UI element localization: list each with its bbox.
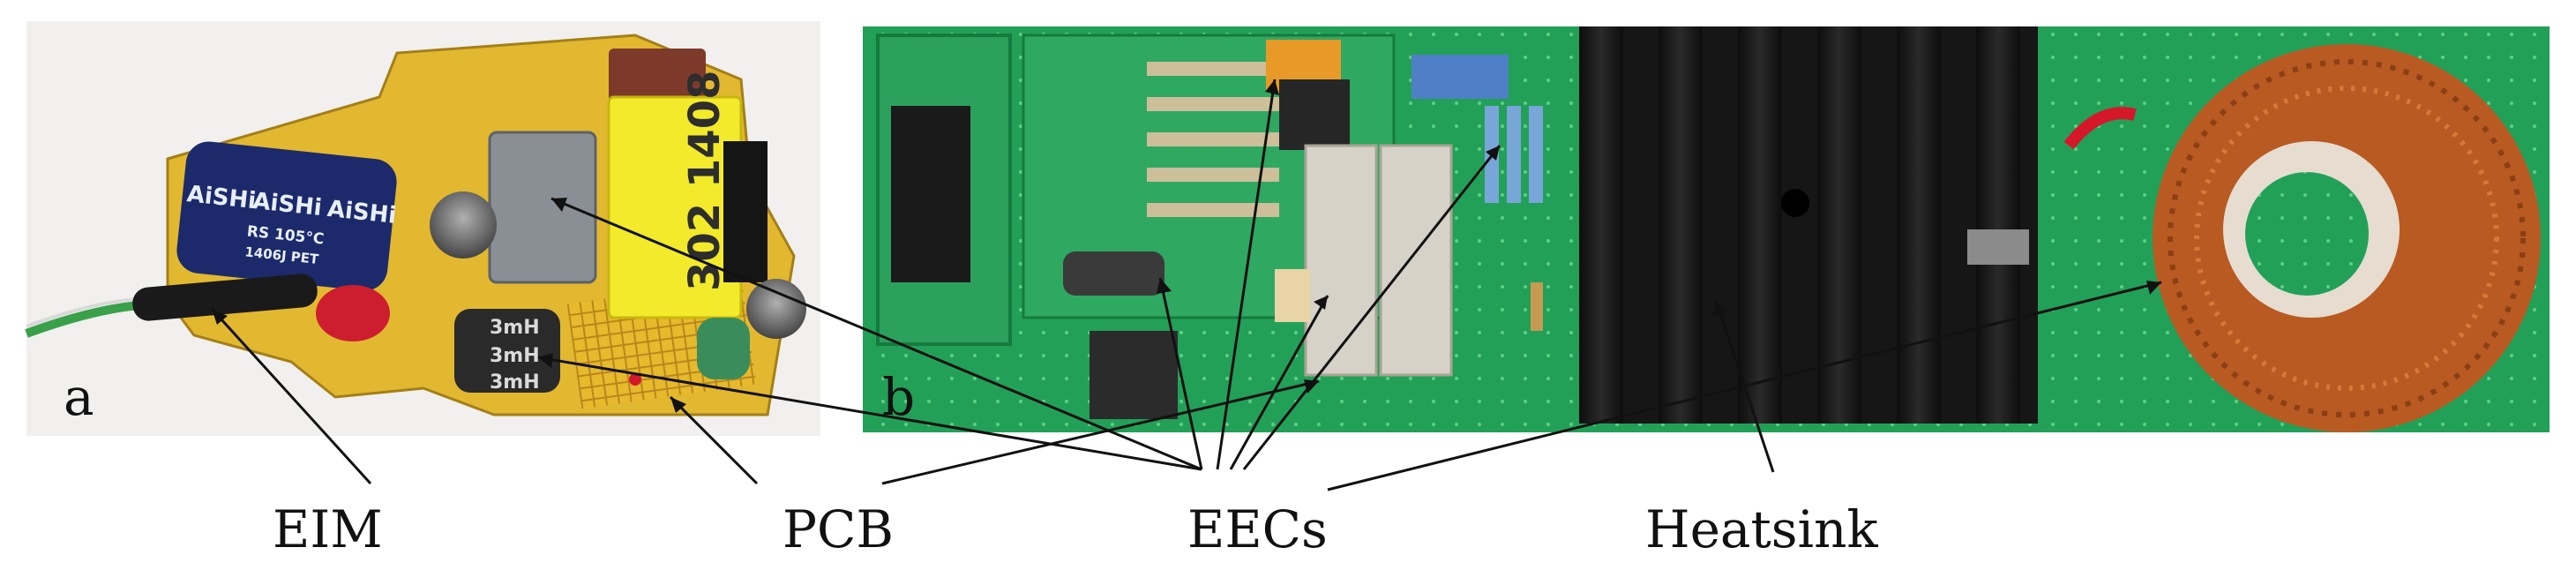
eim-line [210, 307, 372, 485]
black-relay [723, 141, 768, 282]
inductor-label-3: 3mH [490, 371, 540, 394]
red-dot [629, 373, 641, 386]
callout-heatsink: Heatsink [1645, 499, 1878, 559]
resistor-array [1147, 62, 1279, 217]
small-resistor [1531, 282, 1543, 331]
photo-a: AiSHi AiSHi AiSHi RS 105°C 1406J PET 302… [25, 21, 820, 436]
heatsink-line [1714, 299, 1775, 473]
callout-pcb: PCB [783, 499, 894, 559]
eecs-line-5 [1229, 295, 1329, 470]
brown-capacitor [1063, 251, 1164, 296]
grey-capacitor [488, 131, 597, 284]
arrow-pcb-a [670, 397, 686, 413]
callout-eim: EIM [273, 499, 383, 559]
eim-inductor [132, 274, 318, 321]
arrow-heads [212, 79, 2161, 413]
push-button [1090, 331, 1178, 419]
small-connector [1275, 269, 1310, 322]
arrow-eecs-5 [1314, 296, 1328, 310]
panel-letter-a: a [64, 367, 94, 427]
arrow-heatsink [1713, 300, 1727, 316]
callout-eecs: EECs [1187, 499, 1328, 559]
callout-lines [210, 79, 2162, 491]
red-bead [316, 285, 390, 341]
green-capacitor [697, 318, 750, 379]
eecs-line-2 [537, 356, 1202, 471]
eecs-line-1 [550, 197, 1202, 471]
pcb-line-a [669, 395, 759, 485]
arrow-eecs-6 [1486, 146, 1500, 161]
pcb-line-b [881, 379, 1320, 485]
screw [1967, 229, 2029, 265]
blue-capacitor: AiSHi AiSHi AiSHi RS 105°C 1406J PET [176, 141, 398, 291]
small-capacitor-1 [430, 191, 497, 259]
eecs-line-6 [1242, 145, 1501, 470]
small-capacitor-2 [746, 279, 806, 339]
blue-box-capacitor [1412, 55, 1509, 99]
yellow-capacitor: 302 1408 [607, 71, 743, 319]
arrow-eecs-3 [1157, 278, 1172, 294]
arrow-eecs-4 [1265, 79, 1279, 95]
ic-chip [891, 106, 970, 282]
toroid-coil [2153, 44, 2541, 432]
arrow-eecs-2 [538, 353, 553, 368]
inductor-label-1: 3mH [490, 317, 540, 339]
red-wire [2063, 107, 2137, 150]
eecs-line-4 [1216, 79, 1277, 470]
eecs-line-3 [1158, 277, 1203, 470]
beige-capacitor-2 [1379, 144, 1453, 377]
yellow-cap-label: 302 1408 [680, 71, 730, 292]
beige-capacitor-1 [1304, 144, 1378, 377]
inductor-3mh: 3mH 3mH 3mH [454, 309, 560, 394]
inductor-label-2: 3mH [490, 345, 540, 367]
black-chip [1279, 79, 1350, 150]
heatsink-part [1579, 26, 2038, 424]
arrow-eecs-1 [551, 198, 567, 212]
photo-b [863, 26, 2550, 432]
arrow-pcb-b [1304, 379, 1319, 394]
arrow-eecs-7 [2146, 281, 2161, 295]
arrow-eim [212, 309, 228, 325]
